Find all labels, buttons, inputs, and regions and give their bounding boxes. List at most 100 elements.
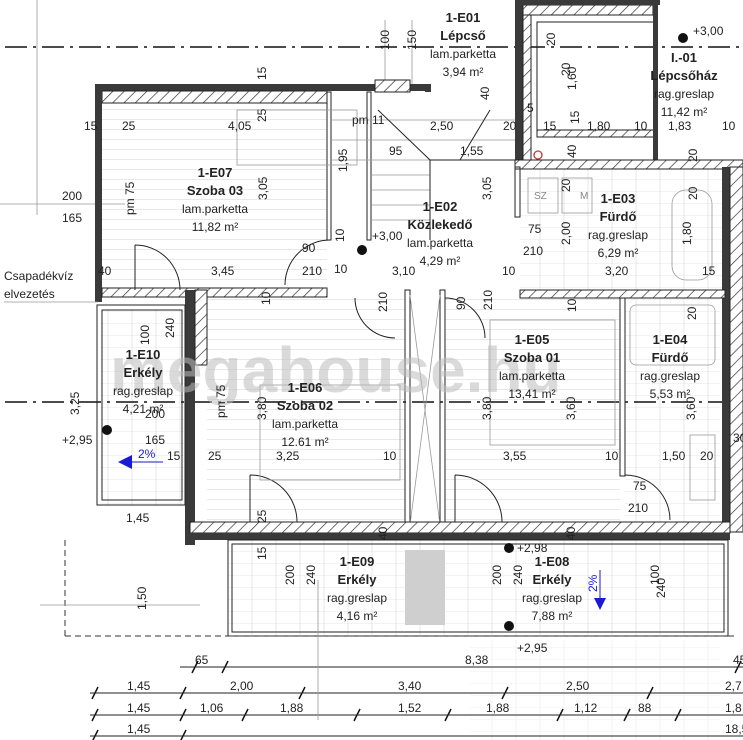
dimension-label: 10 <box>259 291 273 305</box>
dimension-label: pm 75 <box>214 384 228 418</box>
dimension-label: 2,7 <box>725 679 742 693</box>
room-id: 1-E06 <box>288 380 323 395</box>
room-id: 1-E01 <box>446 10 481 25</box>
dimension-label: 8,38 <box>465 653 489 667</box>
room-name: Erkély <box>123 365 163 380</box>
room-name: Erkély <box>337 572 377 587</box>
dimension-label: 20 <box>559 178 573 192</box>
dimension-label: 10 <box>634 119 648 133</box>
dimension-label: 1,06 <box>200 701 224 715</box>
dimension-label: 25 <box>255 108 269 122</box>
dimension-label: 210 <box>302 264 322 278</box>
room-name: Szoba 03 <box>187 183 243 198</box>
dimension-label: 25 <box>208 449 222 463</box>
dimension-label: 75 <box>528 222 542 236</box>
room-area: 11,82 m² <box>192 220 238 234</box>
level-label: +2,95 <box>62 433 93 447</box>
dimension-label: 5 <box>527 101 534 115</box>
room-id: 1-E07 <box>198 165 233 180</box>
dimension-label: 3,05 <box>480 176 494 200</box>
dimension-label: 3,25 <box>276 449 300 463</box>
dimension-label: 4,05 <box>228 119 252 133</box>
drainage-note-line2: elvezetés <box>4 287 55 301</box>
dimension-tick <box>92 729 99 740</box>
dimension-label: 30 <box>733 431 743 445</box>
walls <box>40 0 743 637</box>
axis-lines <box>0 0 743 403</box>
room-name: Lépcső <box>440 28 486 43</box>
dimension-label: 200 <box>145 407 165 421</box>
slope-arrow-left: 2% <box>118 447 163 469</box>
dimension-label: 150 <box>405 30 419 50</box>
room-floor: rag.greslap <box>327 591 387 605</box>
dimension-label: 75 <box>633 479 647 493</box>
dimension-label: 65 <box>195 653 209 667</box>
dimension-label: 10 <box>334 262 348 276</box>
dimension-label: 15 <box>543 119 557 133</box>
room-name: Fürdő <box>652 350 689 365</box>
drainage-note-line1: Csapadékvíz <box>4 269 73 283</box>
dimension-label: 2,50 <box>566 679 590 693</box>
room-floor: lam.parketta <box>430 47 496 61</box>
dimension-lines <box>90 580 743 737</box>
dimension-label: 1,88 <box>486 701 510 715</box>
dimension-label: 20 <box>544 32 558 46</box>
dimension-label: 15 <box>702 264 716 278</box>
room-floor: rag.greslap <box>640 369 700 383</box>
dimension-label: 240 <box>304 565 318 585</box>
room-floor: lam.parketta <box>272 417 338 431</box>
room-id: 1-E09 <box>340 554 375 569</box>
watermark: megahouse.hu <box>110 334 562 406</box>
slope-label: 2% <box>138 447 156 461</box>
room-floor: rag.greslap <box>654 87 714 101</box>
room-area: 13,41 m² <box>508 387 555 401</box>
dimension-label: 1,55 <box>460 144 484 158</box>
dimension-tick <box>180 729 187 740</box>
room-id: I.-01 <box>671 50 697 65</box>
fixture-label: M <box>580 191 588 202</box>
dimension-label: 15 <box>255 66 269 80</box>
dimension-label: 45 <box>733 653 743 667</box>
dimension-label: 3,05 <box>256 176 270 200</box>
dimension-label: 20 <box>685 306 699 320</box>
dimension-label: 210 <box>481 290 495 310</box>
room-floor: rag.greslap <box>522 591 582 605</box>
dimension-label: 165 <box>62 211 82 225</box>
dimension-label: 1,45 <box>127 722 151 736</box>
room-area: 6,29 m² <box>598 246 639 260</box>
room-name: Közlekedő <box>407 217 472 232</box>
dimension-label: 10 <box>565 298 579 312</box>
dimension-label: 3,80 <box>255 396 269 420</box>
dimension-label: 2,00 <box>230 679 254 693</box>
room-id: 1-E08 <box>535 554 570 569</box>
dimension-label: pm 75 <box>123 181 137 215</box>
dimension-label: 240 <box>163 318 177 338</box>
dimension-label: 40 <box>564 526 578 540</box>
dimension-label: 18,5 <box>725 722 743 736</box>
dimension-label: 20 <box>503 119 517 133</box>
dimension-label: 10 <box>605 449 619 463</box>
dimension-label: 3,60 <box>564 396 578 420</box>
dimension-label: 1,45 <box>127 679 151 693</box>
room-area: 5,53 m² <box>650 387 691 401</box>
dimension-label: 1,8 <box>725 701 742 715</box>
dimension-label: 1,45 <box>127 701 151 715</box>
room-floor: lam.parketta <box>499 369 565 383</box>
stairs <box>331 109 515 240</box>
room-id: 1-E10 <box>126 347 161 362</box>
doors <box>134 239 671 523</box>
dimension-label: 10 <box>383 449 397 463</box>
room-floor: rag.greslap <box>588 228 648 242</box>
fixtures <box>236 109 716 625</box>
dimension-label: 240 <box>654 578 668 598</box>
dimension-label: 100 <box>138 325 152 345</box>
room-area: 4,16 m² <box>337 609 378 623</box>
dimension-label: 1,12 <box>574 701 598 715</box>
